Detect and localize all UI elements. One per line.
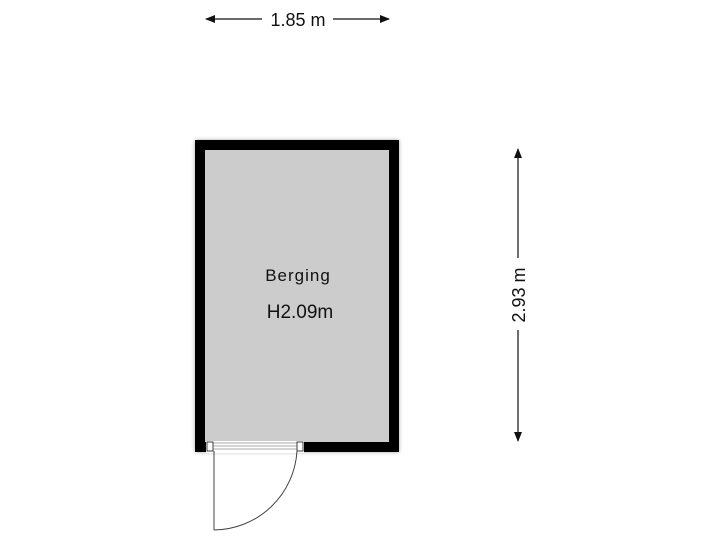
- height-dimension: 2.93 m: [509, 148, 529, 442]
- width-dimension: 1.85 m: [205, 10, 390, 30]
- door-swing-arc: [213, 450, 298, 531]
- height-label: 2.93 m: [509, 267, 529, 322]
- width-label: 1.85 m: [270, 10, 325, 30]
- door-jamb-left: [206, 441, 214, 452]
- door: [206, 441, 304, 531]
- room-ceiling-height: H2.09m: [267, 302, 334, 323]
- door-jamb-right: [296, 441, 304, 452]
- room-floor: [205, 150, 389, 442]
- room-berging: [195, 140, 399, 452]
- door-opening: [206, 441, 304, 453]
- room-name: Berging: [265, 266, 331, 285]
